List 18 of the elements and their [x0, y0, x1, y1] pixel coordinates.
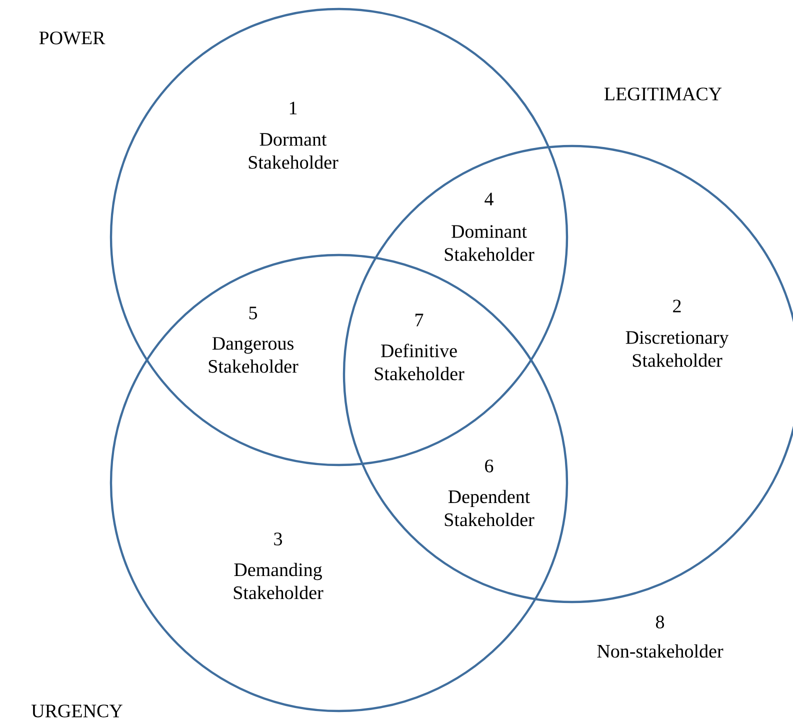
region-number: 3	[274, 532, 282, 546]
circle-heading: LEGITIMACY	[604, 88, 722, 100]
region-label: Discretionary Stakeholder	[626, 331, 729, 367]
region-number: 4	[484, 192, 494, 206]
region-number: 5	[249, 306, 257, 320]
region-label: Dangerous Stakeholder	[208, 337, 298, 373]
region-number: 7	[416, 314, 424, 326]
region-label: Dominant Stakeholder	[444, 225, 534, 261]
region-number: 1	[290, 102, 297, 114]
region-number: 2	[673, 300, 681, 312]
circle-heading: POWER	[39, 32, 106, 44]
region-label: Definitive Stakeholder	[374, 344, 464, 380]
region-label: Non-stakeholder	[597, 644, 724, 658]
region-number: 6	[485, 460, 494, 472]
region-label: Dependent Stakeholder	[444, 490, 534, 526]
region-label: Dormant Stakeholder	[248, 133, 338, 169]
region-label: Demanding Stakeholder	[234, 562, 324, 600]
circle-heading: URGENCY	[31, 704, 122, 718]
